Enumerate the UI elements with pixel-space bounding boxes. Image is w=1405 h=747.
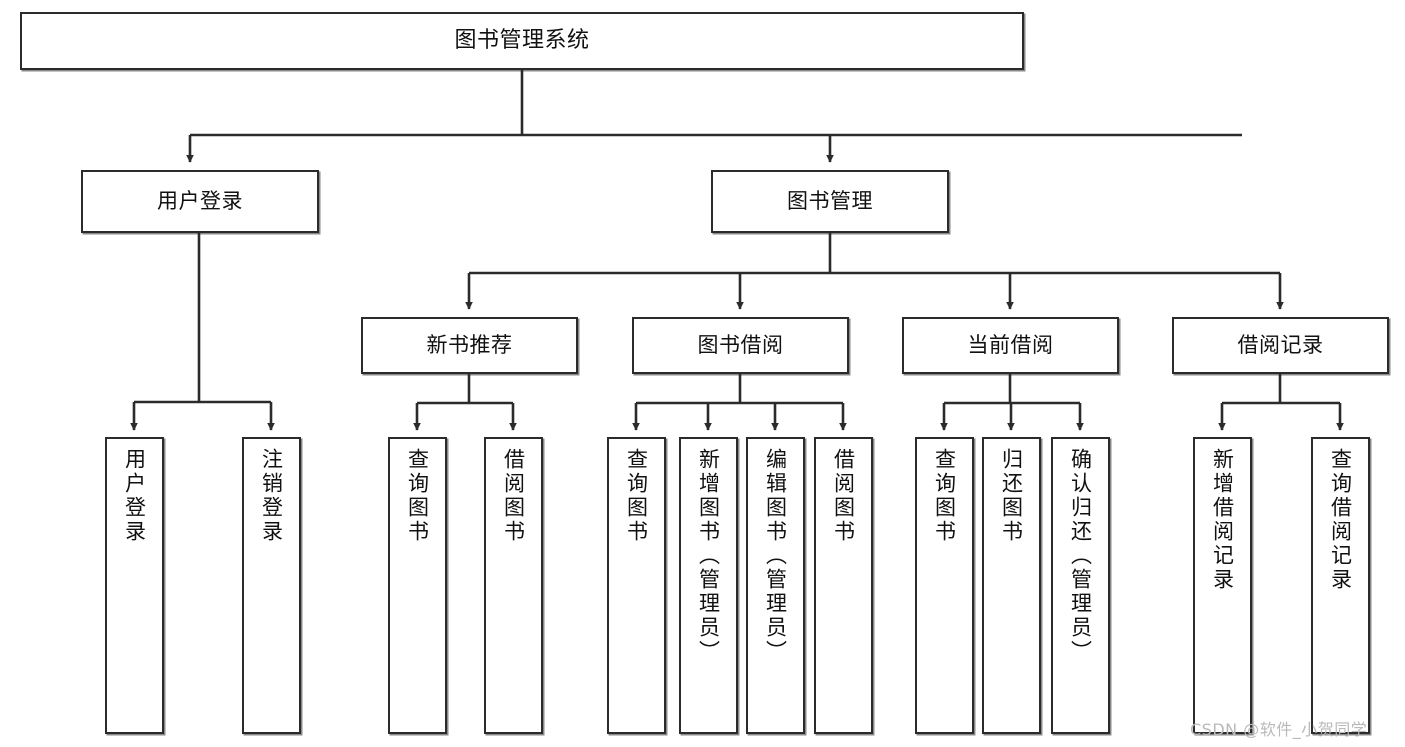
node-leaf-user-login[interactable]: 用户登录 (105, 437, 164, 734)
node-leaf-query-book-1[interactable]: 查询图书 (388, 437, 447, 734)
node-label: 归还图书 (999, 448, 1024, 544)
node-leaf-return-book[interactable]: 归还图书 (982, 437, 1041, 734)
node-label: 新增图书（管理员） (696, 448, 721, 664)
node-leaf-add-book[interactable]: 新增图书（管理员） (679, 437, 738, 734)
node-leaf-borrow-book-1[interactable]: 借阅图书 (484, 437, 543, 734)
node-label: 图书借阅 (697, 333, 784, 358)
node-label: 借阅记录 (1237, 333, 1324, 358)
node-borrow-record[interactable]: 借阅记录 (1172, 317, 1389, 374)
node-label: 图书管理系统 (454, 28, 590, 54)
node-leaf-borrow-book-2[interactable]: 借阅图书 (814, 437, 873, 734)
node-user-login[interactable]: 用户登录 (81, 170, 319, 233)
node-book-manage[interactable]: 图书管理 (711, 170, 949, 233)
node-label: 借阅图书 (831, 448, 856, 544)
node-leaf-logout[interactable]: 注销登录 (242, 437, 301, 734)
node-label: 用户登录 (157, 189, 243, 214)
node-label: 当前借阅 (967, 333, 1054, 358)
node-label: 编辑图书（管理员） (763, 448, 788, 664)
node-label: 查询图书 (624, 448, 649, 544)
node-leaf-confirm-return[interactable]: 确认归还（管理员） (1051, 437, 1110, 734)
node-label: 查询图书 (405, 448, 430, 544)
node-label: 查询借阅记录 (1328, 448, 1353, 592)
node-label: 注销登录 (259, 448, 284, 544)
node-label: 新书推荐 (426, 333, 513, 358)
node-current-borrow[interactable]: 当前借阅 (902, 317, 1119, 374)
node-leaf-query-book-3[interactable]: 查询图书 (915, 437, 974, 734)
node-root-book-management-system[interactable]: 图书管理系统 (20, 12, 1024, 70)
csdn-watermark: CSDN @软件_小贺同学 (1190, 720, 1368, 739)
node-label: 查询图书 (932, 448, 957, 544)
node-label: 借阅图书 (501, 448, 526, 544)
node-label: 用户登录 (122, 448, 147, 544)
node-book-borrow[interactable]: 图书借阅 (632, 317, 849, 374)
node-label: 图书管理 (787, 189, 873, 214)
node-new-book-recommend[interactable]: 新书推荐 (361, 317, 578, 374)
node-leaf-query-book-2[interactable]: 查询图书 (607, 437, 666, 734)
node-label: 确认归还（管理员） (1068, 448, 1093, 664)
node-leaf-query-record[interactable]: 查询借阅记录 (1311, 437, 1370, 734)
node-label: 新增借阅记录 (1210, 448, 1235, 592)
node-leaf-edit-book[interactable]: 编辑图书（管理员） (746, 437, 805, 734)
node-leaf-add-record[interactable]: 新增借阅记录 (1193, 437, 1252, 734)
